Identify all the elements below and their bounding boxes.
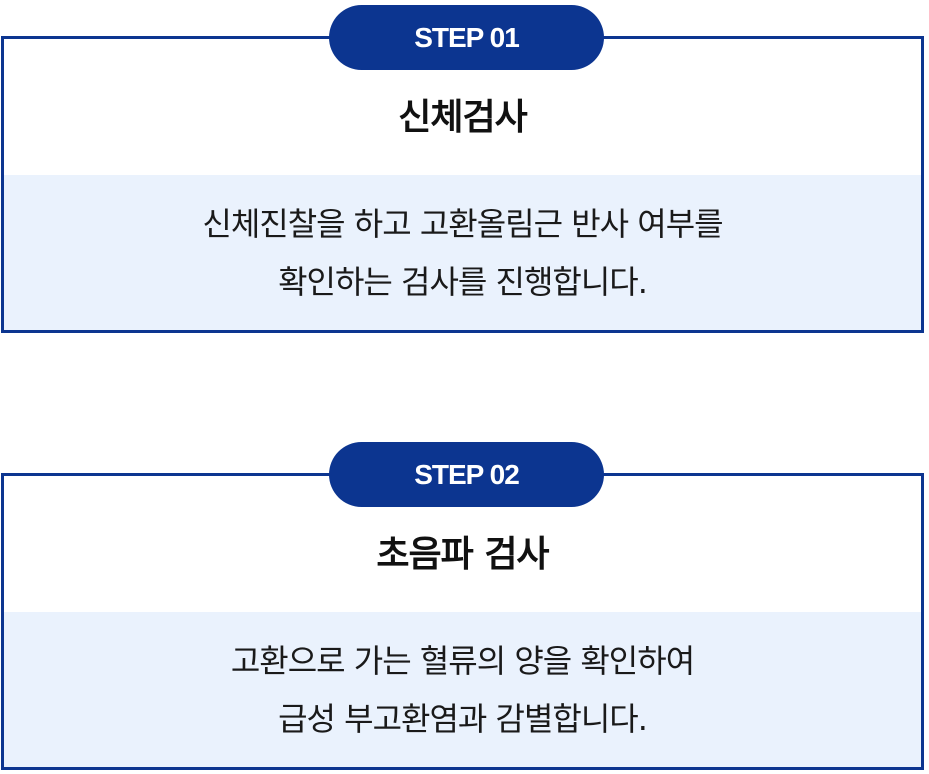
step-card-2: STEP 02 초음파 검사 고환으로 가는 혈류의 양을 확인하여 급성 부고… (1, 442, 924, 770)
step-description-line: 급성 부고환염과 감별합니다. (278, 699, 648, 738)
step-description: 신체진찰을 하고 고환올림근 반사 여부를 확인하는 검사를 진행합니다. (4, 175, 921, 330)
step-title: 초음파 검사 (376, 534, 549, 575)
step-description-line: 확인하는 검사를 진행합니다. (278, 262, 648, 301)
step-description-line: 신체진찰을 하고 고환올림근 반사 여부를 (202, 204, 723, 243)
step-description-line: 고환으로 가는 혈류의 양을 확인하여 (230, 641, 695, 680)
step-card-1: STEP 01 신체검사 신체진찰을 하고 고환올림근 반사 여부를 확인하는 … (1, 5, 924, 333)
step-description: 고환으로 가는 혈류의 양을 확인하여 급성 부고환염과 감별합니다. (4, 612, 921, 767)
step-badge: STEP 01 (329, 5, 604, 70)
step-title: 신체검사 (398, 97, 527, 138)
step-badge: STEP 02 (329, 442, 604, 507)
